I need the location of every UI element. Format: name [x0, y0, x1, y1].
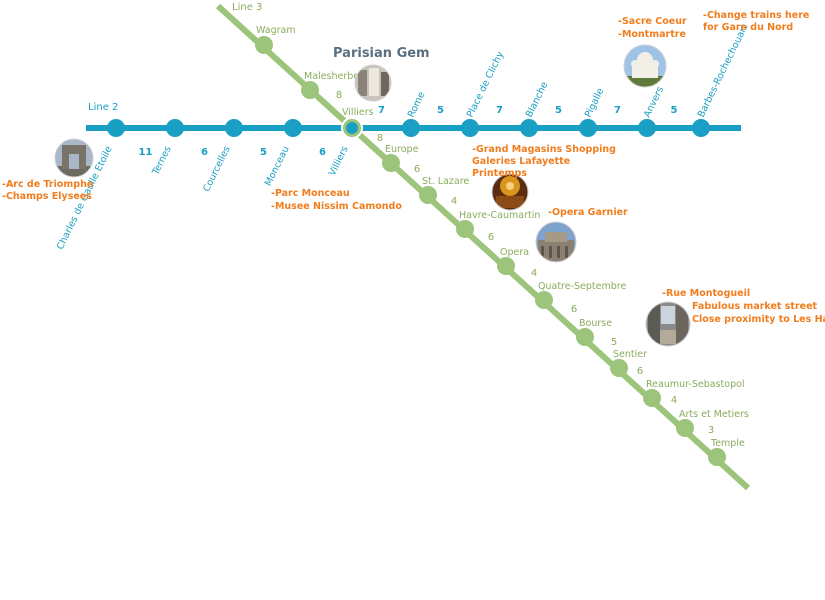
annotation-opera: -Opera Garnier [548, 207, 628, 218]
line2-station-barbes-rochechouart [692, 119, 710, 137]
line3-station-label: Opera [500, 247, 529, 258]
line2-station-label: Anvers [642, 85, 666, 119]
line3-travel-time: 8 [336, 90, 342, 101]
line2-travel-time: 7 [614, 105, 621, 116]
annotation-line: -Rue Montogueil [662, 288, 750, 299]
opera-garnier-photo [535, 221, 577, 263]
line3-travel-time: 6 [571, 304, 577, 315]
line3-station-opera [497, 257, 515, 275]
galeries-lafayette-photo [491, 173, 529, 211]
line3-travel-time: 4 [451, 196, 457, 207]
line2-station-label: Monceau [263, 144, 292, 187]
line3-travel-time: 6 [488, 232, 494, 243]
annotation-anvers: -Sacre Coeur -Montmartre [618, 16, 687, 40]
line3-station-malesherbes [301, 81, 319, 99]
line2-station-label: Ternes [150, 144, 174, 177]
line2-station-charles-de-gaulle-etoile [107, 119, 125, 137]
line3-station-bourse [576, 328, 594, 346]
annotation-line: -Grand Magasins Shopping [472, 144, 616, 155]
line3-station-temple [708, 448, 726, 466]
line3-travel-time: 3 [708, 425, 714, 436]
line2-station-label: Villiers [327, 144, 351, 177]
line3-station-wagram [255, 36, 273, 54]
sacre-coeur-photo [623, 44, 667, 88]
line2-travel-time: 6 [201, 147, 208, 158]
annotation-line: -Montmartre [618, 29, 686, 40]
line3-station-label: Villiers [342, 107, 374, 118]
line2-station-pigalle [579, 119, 597, 137]
line3-station-label: Malesherbes [304, 71, 364, 82]
transfer-station-core [346, 122, 358, 134]
line2-station-courcelles [225, 119, 243, 137]
annotation-line: -Arc de Triomphe [2, 179, 93, 190]
annotation-line: -Sacre Coeur [618, 16, 687, 27]
line3-travel-time: 4 [671, 395, 677, 406]
annotation-line: Galeries Lafayette [472, 156, 570, 167]
annotation-line: -Parc Monceau [271, 188, 350, 199]
rue-montorgueil-photo [645, 301, 691, 347]
line3-station-label: Arts et Metiers [679, 409, 749, 420]
line2-station-label: Pigalle [583, 86, 607, 119]
line2-travel-time: 7 [378, 105, 385, 116]
line2-station-label: Rome [406, 90, 428, 119]
annotation-line: Fabulous market street [692, 301, 818, 312]
annotation-line: -Musee Nissim Camondo [271, 201, 402, 212]
line3-travel-time: 6 [637, 366, 643, 377]
villiers-interior-photo [354, 64, 392, 102]
line3-station-st-lazare [419, 186, 437, 204]
annotation-monceau: -Parc Monceau -Musee Nissim Camondo [271, 188, 402, 212]
line2-travel-time: 5 [437, 105, 444, 116]
line3-station-label: Reaumur-Sebastopol [646, 379, 745, 390]
line2-travel-time: 5 [555, 105, 562, 116]
line3-travel-time: 5 [611, 337, 617, 348]
line3-travel-time: 6 [414, 164, 420, 175]
line3-station-europe [382, 154, 400, 172]
line3-station-label: Europe [385, 144, 419, 155]
diagram-title: Parisian Gem [333, 46, 430, 61]
line3-station-label: St. Lazare [422, 176, 469, 187]
line2-travel-time: 11 [139, 147, 153, 158]
annotation-etoile: -Arc de Triomphe-Champs Elysees [2, 179, 93, 202]
line3-travel-time: 4 [531, 268, 537, 279]
line3-station-havre-caumartin [456, 220, 474, 238]
annotation-line: -Champs Elysees [2, 191, 92, 202]
line2-station-rome [402, 119, 420, 137]
line2-travel-time: 6 [319, 147, 326, 158]
annotation-line: Close proximity to Les Halles [692, 314, 825, 325]
annotation-line: Printemps [472, 168, 527, 179]
line3-station-label: Quatre-Septembre [538, 281, 626, 292]
line2-travel-time: 5 [260, 147, 267, 158]
line3-station-label: Wagram [256, 25, 296, 36]
line3-station-label: Havre-Caumartin [459, 210, 540, 221]
line3-station-label: Bourse [579, 318, 612, 329]
line2-station-monceau [284, 119, 302, 137]
line3-station-quatre-septembre [535, 291, 553, 309]
line3-station-sentier [610, 359, 628, 377]
line2-name: Line 2 [88, 102, 118, 113]
annotation-line: -Opera Garnier [548, 207, 628, 218]
line3-station-label: Temple [710, 438, 745, 449]
line2-station-label: Barbes-Rochechouart [696, 22, 751, 119]
annotation-line: -Change trains here [703, 10, 809, 21]
line2-station-place-de-clichy [461, 119, 479, 137]
line2-station-label: Blanche [524, 80, 551, 119]
arc-de-triomphe-photo [54, 138, 94, 178]
line3-name: Line 3 [232, 2, 262, 13]
line2-station-anvers [638, 119, 656, 137]
line2-station-blanche [520, 119, 538, 137]
line2-travel-time: 7 [496, 105, 503, 116]
annotation-line: for Gare du Nord [703, 22, 793, 33]
line3-travel-time: 8 [377, 133, 383, 144]
line2-station-ternes [166, 119, 184, 137]
line3-station-reaumur-sebastopol [643, 389, 661, 407]
line3-station-arts-et-metiers [676, 419, 694, 437]
line3-station-label: Sentier [613, 349, 647, 360]
line2-travel-time: 5 [671, 105, 678, 116]
